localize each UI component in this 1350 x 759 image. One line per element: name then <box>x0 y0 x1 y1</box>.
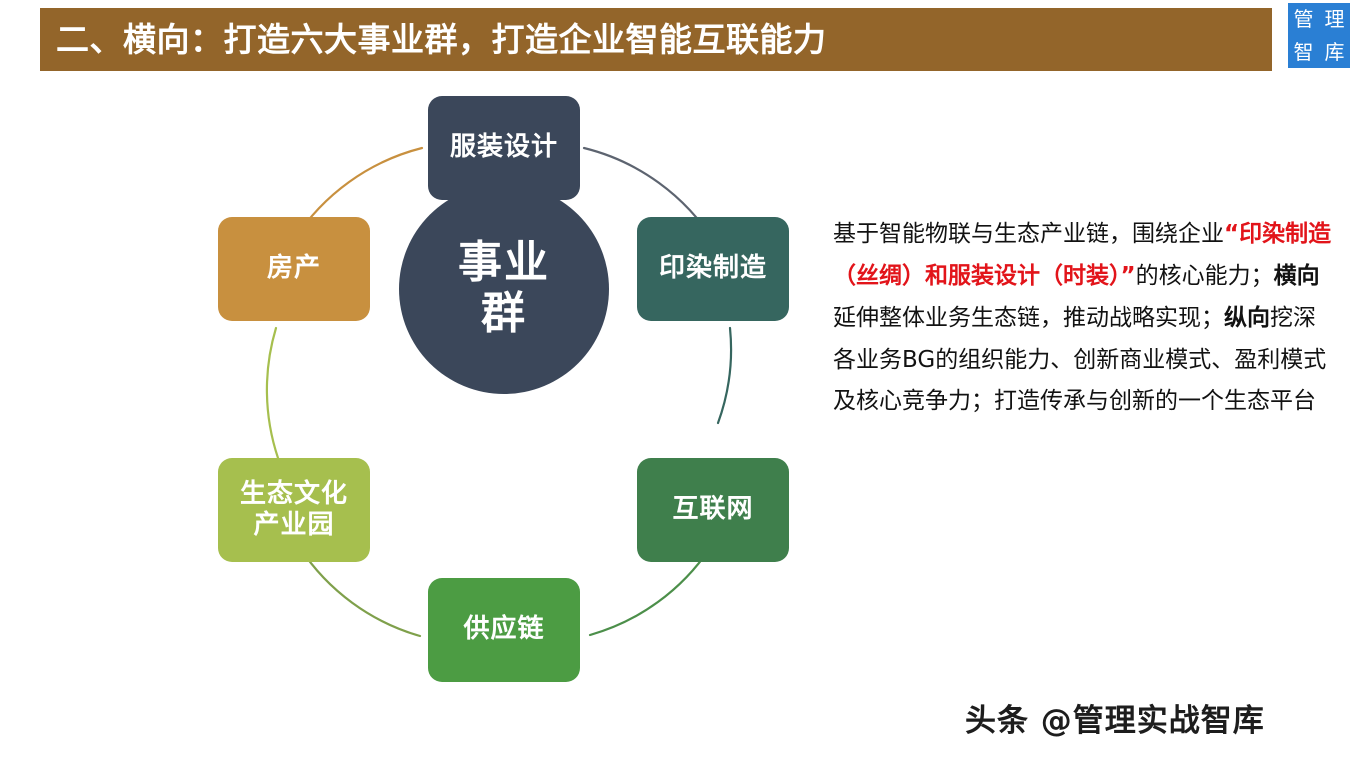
description-segment-5: 延伸整体业务生态链，推动战略实现； <box>833 304 1224 331</box>
node-real-estate-label: 房产 <box>266 253 321 284</box>
brand-logo-badge: 管 理 智 库 <box>1288 3 1350 68</box>
description-bold-vertical: 纵向 <box>1224 304 1270 331</box>
description-highlight-core-capability: “印染制造（丝绸）和服装设计（时装）” <box>833 221 1332 289</box>
logo-char-3: 智 <box>1293 39 1314 64</box>
node-eco-culture-park-label-line-1: 生态文化 <box>239 478 348 509</box>
description-segment-7: 挖深各业务BG的组织能力、创新商业模式、盈利模式及核心竞争力；打造传承与创新的一… <box>833 304 1327 415</box>
logo-char-4: 库 <box>1324 39 1345 64</box>
node-supply-chain-label: 供应链 <box>463 614 545 645</box>
center-node-business-groups: 事业 群 <box>399 184 609 394</box>
node-eco-culture-park[interactable]: 生态文化 产业园 <box>218 458 370 562</box>
arc-dyeing-internet <box>716 326 733 425</box>
business-group-diagram: 事业 群 服装设计 印染制造 互联网 供应链 生态文化 产业园 房产 <box>170 78 830 703</box>
logo-char-1: 管 <box>1293 7 1314 32</box>
node-apparel-design-label: 服装设计 <box>449 132 558 163</box>
center-label-line-2: 群 <box>481 288 527 339</box>
arc-eco-realty <box>265 326 280 460</box>
node-internet[interactable]: 互联网 <box>637 458 789 562</box>
arc-supply-eco <box>298 546 422 638</box>
node-dyeing-manufacture[interactable]: 印染制造 <box>637 217 789 321</box>
header-bar: 二、横向：打造六大事业群，打造企业智能互联能力 <box>40 8 1272 71</box>
node-dyeing-manufacture-label: 印染制造 <box>658 253 767 284</box>
watermark: 头条 @管理实战智库 <box>965 703 1265 739</box>
center-label-line-1: 事业 <box>458 237 550 289</box>
description-segment-3: 的核心能力； <box>1135 262 1274 289</box>
node-eco-culture-park-label-line-2: 产业园 <box>253 510 335 540</box>
arc-internet-supply <box>588 546 712 637</box>
description-bold-horizontal: 横向 <box>1273 262 1320 289</box>
description-paragraph: 基于智能物联与生态产业链，围绕企业“印染制造（丝绸）和服装设计（时装）”的核心能… <box>833 214 1333 423</box>
node-supply-chain[interactable]: 供应链 <box>428 578 580 682</box>
node-apparel-design[interactable]: 服装设计 <box>428 96 580 200</box>
description-segment-1: 基于智能物联与生态产业链，围绕企业 <box>833 221 1224 247</box>
node-internet-label: 互联网 <box>672 494 754 525</box>
node-real-estate[interactable]: 房产 <box>218 217 370 321</box>
logo-char-2: 理 <box>1324 7 1345 32</box>
page-title: 二、横向：打造六大事业群，打造企业智能互联能力 <box>56 20 827 59</box>
